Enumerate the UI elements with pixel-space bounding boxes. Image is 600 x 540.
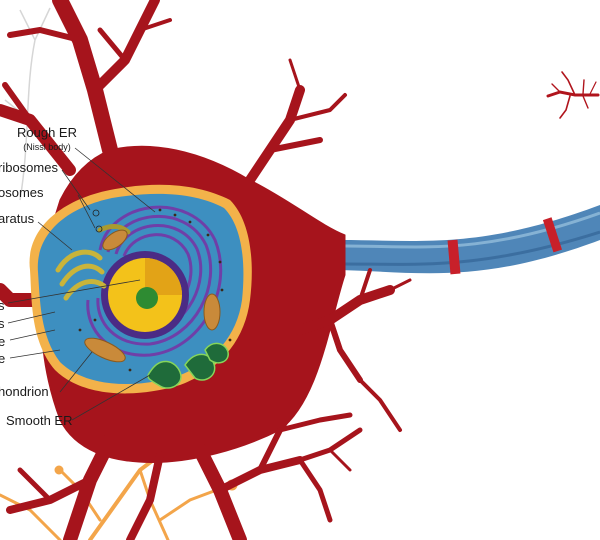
- label-rough-er: Rough ER: [17, 125, 77, 140]
- label-nissl-body: (Nissl body): [23, 142, 71, 152]
- label-golgi-apparatus: aratus: [0, 211, 35, 226]
- distant-terminal: [546, 71, 600, 119]
- nucleolus: [136, 287, 158, 309]
- label-ribosomes: ribosomes: [0, 160, 58, 175]
- labels: Rough ER (Nissl body) ribosomes osomes a…: [0, 125, 77, 428]
- mitochondria: [84, 229, 221, 363]
- leader-lines: [7, 147, 156, 421]
- ribosome-dots: [78, 208, 232, 372]
- nucleus: [101, 251, 189, 339]
- label-nucleolus-fragment: s: [0, 316, 5, 331]
- label-smooth-er: Smooth ER: [6, 413, 72, 428]
- label-mitochondrion: hondrion: [0, 384, 49, 399]
- node-of-ranvier: [447, 239, 461, 275]
- axon: [340, 205, 600, 275]
- smooth-er: [147, 342, 229, 389]
- node-of-ranvier: [542, 217, 563, 253]
- golgi-apparatus: [55, 224, 131, 301]
- label-membrane-fragment: e: [0, 334, 5, 349]
- label-polyribosomes: osomes: [0, 185, 44, 200]
- label-nucleus-fragment: s: [0, 298, 5, 313]
- label-microtubule-fragment: e: [0, 351, 5, 366]
